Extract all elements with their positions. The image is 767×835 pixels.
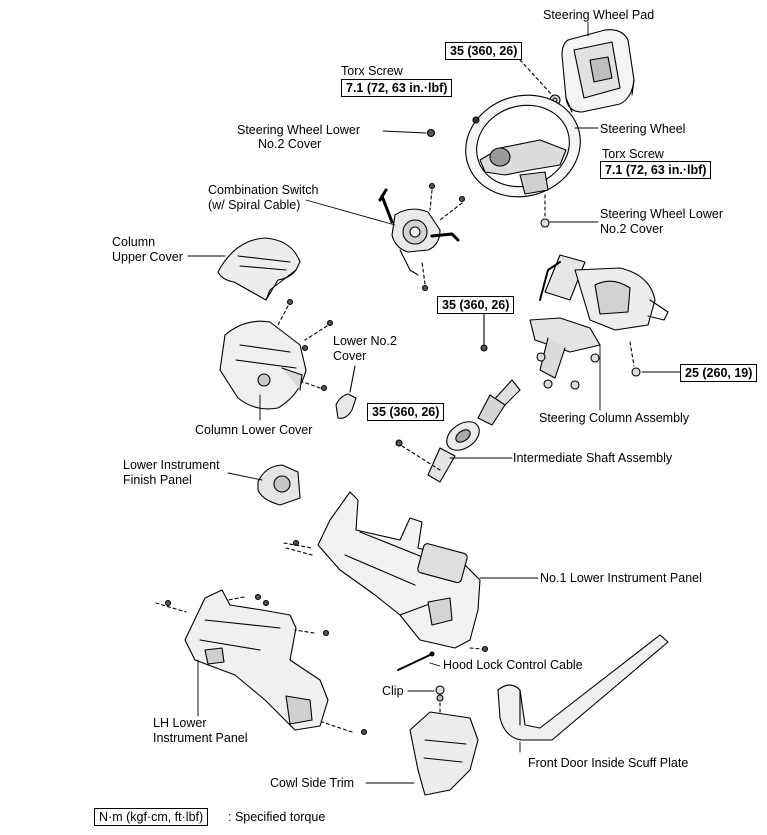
intermediate-shaft-part [427, 379, 521, 483]
label-column-lower-cover: Column Lower Cover [195, 423, 313, 437]
torx-screw-1 [472, 116, 480, 124]
torque-torx-2: 7.1 (72, 63 in.·lbf) [600, 161, 712, 179]
hood-lock-cable-part [397, 651, 435, 671]
label-wheel-lower-cover-1a: Steering Wheel Lower [237, 123, 360, 137]
label-steering-column-assembly: Steering Column Assembly [539, 411, 690, 425]
leader-lines [187, 21, 681, 784]
lower-instrument-finish-panel-part [257, 464, 301, 506]
label-combination-switch-b: (w/ Spiral Cable) [208, 198, 301, 212]
front-door-scuff-plate-part [497, 634, 669, 741]
label-wheel-lower-cover-2a: Steering Wheel Lower [600, 207, 723, 221]
label-wheel-lower-cover-1b: No.2 Cover [258, 137, 322, 151]
label-hood-lock-cable: Hood Lock Control Cable [443, 658, 583, 672]
torque-torx-1: 7.1 (72, 63 in.·lbf) [341, 79, 453, 97]
steering-wheel-part [465, 94, 581, 198]
label-intermediate-shaft: Intermediate Shaft Assembly [513, 451, 673, 465]
combination-switch-part [378, 188, 460, 276]
column-lower-cover-part [219, 320, 307, 410]
label-steering-wheel: Steering Wheel [600, 122, 686, 136]
label-lower-finish-panel-b: Finish Panel [123, 473, 192, 487]
shaft-bolt [395, 439, 403, 447]
label-no1-lower-instrument-panel: No.1 Lower Instrument Panel [540, 571, 702, 585]
label-lh-lower-a: LH Lower [153, 716, 207, 730]
switch-screws [421, 182, 466, 292]
steering-wheel-pad-part [561, 29, 635, 113]
column-upper-cover-part [217, 237, 301, 301]
label-lower-finish-panel-a: Lower Instrument [123, 458, 220, 472]
label-wheel-lower-cover-2b: No.2 Cover [600, 222, 664, 236]
column-bolt [480, 344, 488, 352]
torque-shaft-bolt: 35 (360, 26) [367, 403, 445, 421]
no1-lower-instrument-panel-part [317, 491, 481, 649]
legend-unit-box: N·m (kgf·cm, ft·lbf) [94, 808, 209, 826]
label-clip: Clip [382, 684, 404, 698]
lower-cover-screws [286, 298, 334, 392]
lh-panel-screws [164, 593, 368, 736]
lower-no2-cover-part [335, 393, 357, 419]
label-torx-screw-1: Torx Screw [341, 64, 403, 78]
label-cowl-side-trim: Cowl Side Trim [270, 776, 355, 790]
label-front-door-scuff-plate: Front Door Inside Scuff Plate [528, 756, 689, 770]
label-lh-lower-b: Instrument Panel [153, 731, 248, 745]
wheel-lower-cover-1 [426, 128, 436, 138]
torque-pad-nut: 35 (360, 26) [445, 42, 523, 60]
wheel-lower-cover-2 [540, 218, 550, 228]
label-column-upper-a: Column [112, 235, 156, 249]
panel-screws [292, 539, 489, 653]
cowl-side-trim-part [409, 711, 479, 796]
legend-text: : Specified torque [228, 810, 326, 824]
steering-column-assembly-part [529, 254, 669, 379]
label-torx-screw-2: Torx Screw [602, 147, 664, 161]
label-combination-switch-a: Combination Switch [208, 183, 319, 197]
torque-column-bolt: 35 (360, 26) [437, 296, 515, 314]
label-column-upper-b: Upper Cover [112, 250, 183, 264]
label-lower-no2-a: Lower No.2 [333, 334, 397, 348]
clip-part [435, 685, 445, 702]
label-lower-no2-b: Cover [333, 349, 367, 363]
torque-column-nut: 25 (260, 19) [680, 364, 758, 382]
lh-lower-instrument-panel-part [184, 589, 329, 731]
label-steering-wheel-pad: Steering Wheel Pad [543, 8, 655, 22]
column-nuts [536, 352, 641, 390]
